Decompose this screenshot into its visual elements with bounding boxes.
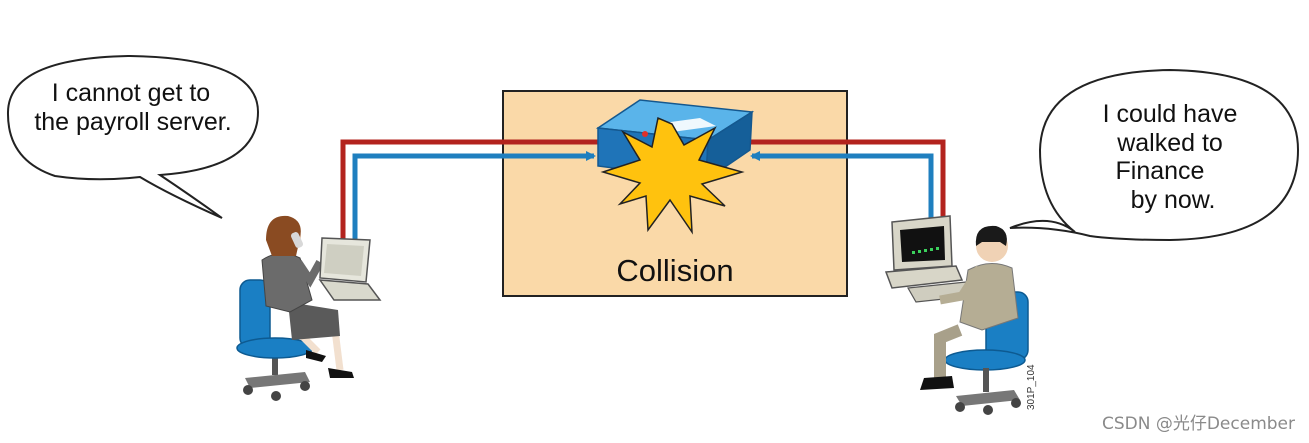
right-speech-line-2: walked to (1116, 129, 1223, 157)
figure-id-label: 301P_104 (1026, 364, 1037, 410)
collision-starburst-icon (600, 116, 745, 235)
right-red-link (742, 139, 946, 232)
right-blue-link (750, 151, 934, 232)
right-speech-line-1: I could have (1103, 100, 1238, 128)
watermark: CSDN @光仔December (1101, 414, 1295, 434)
collision-label: Collision (616, 253, 733, 288)
man-user-icon (884, 215, 1029, 415)
woman-user-icon (236, 215, 382, 401)
right-speech-line-4: by now. (1131, 186, 1216, 214)
left-blue-link (352, 151, 596, 245)
left-red-link (340, 139, 600, 245)
right-speech-line-3: Finance (1116, 157, 1205, 185)
left-speech-line-2: the payroll server. (34, 108, 231, 136)
left-speech-line-1: I cannot get to (52, 79, 210, 107)
right-speech-bubble: I could have walked to Finance by now. (1009, 68, 1300, 242)
left-speech-bubble: I cannot get to the payroll server. (6, 54, 260, 219)
